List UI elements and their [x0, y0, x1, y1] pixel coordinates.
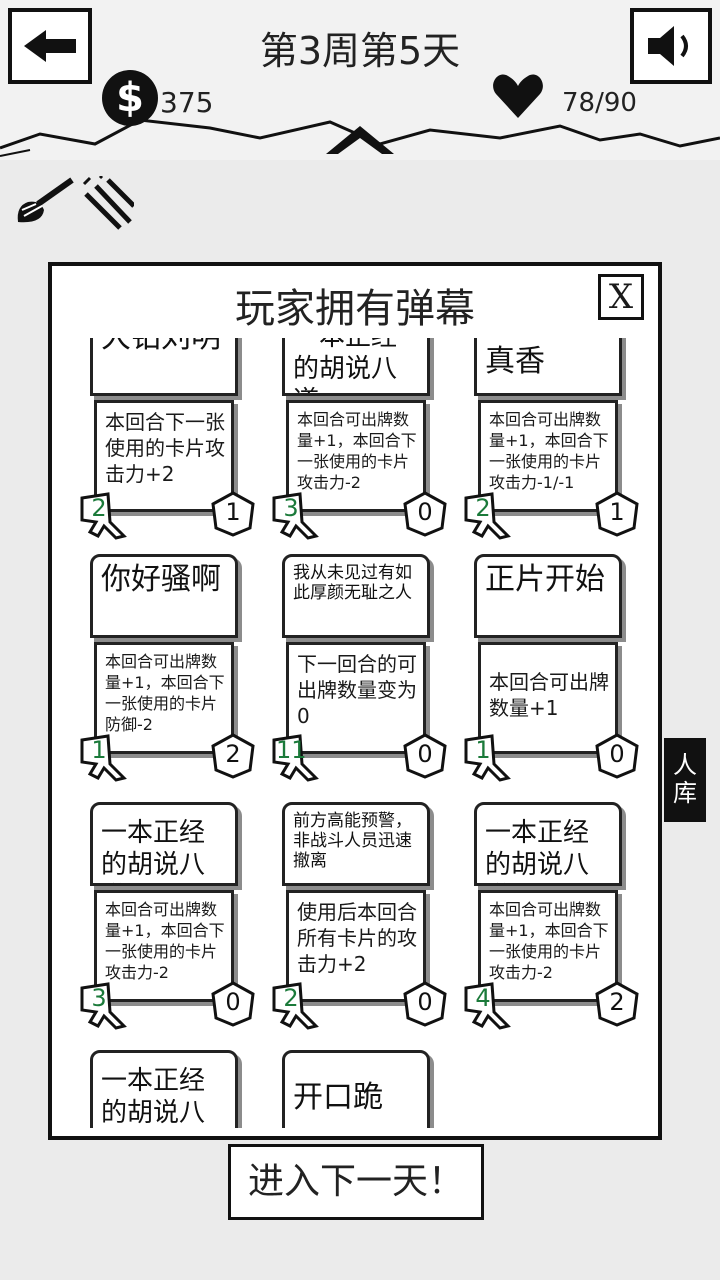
next-day-button[interactable]: 进入下一天！: [228, 1144, 484, 1220]
card[interactable]: 正片开始 本回合可出牌数量+1 1 0: [464, 554, 639, 782]
card-cost: 1: [91, 736, 107, 764]
library-tab-label-2: 库: [673, 779, 697, 807]
card-collection-panel: 玩家拥有弹幕 X 大铂刘明 本回合下一张使用的卡片攻击力+2 2 1 一本正经的…: [48, 262, 662, 1140]
card-scroll-area[interactable]: 大铂刘明 本回合下一张使用的卡片攻击力+2 2 1 一本正经的胡说八道 本回合可…: [52, 338, 658, 1128]
card-attack: 2: [225, 740, 241, 768]
speaker-icon: [648, 26, 688, 66]
attack-badge-icon: [595, 981, 639, 1027]
card-title: 一本正经的胡说八道: [282, 338, 430, 396]
card-description: 本回合可出牌数量+1，本回合下一张使用的卡片攻击力-2: [94, 890, 234, 1002]
card-attack: 0: [417, 988, 433, 1016]
card[interactable]: 前方高能预警，非战斗人员迅速撤离 使用后本回合所有卡片的攻击力+2 2 0: [272, 802, 447, 1030]
hp-count: 78/90: [562, 88, 637, 118]
card-description: 本回合下一张使用的卡片攻击力+2: [94, 400, 234, 512]
card-title: 大铂刘明: [90, 338, 238, 396]
card-cost: 11: [276, 736, 307, 764]
attack-badge-icon: [403, 981, 447, 1027]
close-button[interactable]: X: [598, 274, 644, 320]
card[interactable]: 一本正经的胡说八道 本回合可出牌数量+1，本回合下一张使用的卡片攻击力-2 4 …: [464, 802, 639, 1030]
card[interactable]: 大铂刘明 本回合下一张使用的卡片攻击力+2 2 1: [80, 338, 255, 540]
card-attack: 0: [225, 988, 241, 1016]
card-title: 前方高能预警，非战斗人员迅速撤离: [282, 802, 430, 886]
card-title: 一本正经的胡说八道: [90, 1050, 238, 1128]
attack-badge-icon: [211, 733, 255, 779]
card-cost: 2: [283, 984, 299, 1012]
sound-toggle-button[interactable]: [630, 8, 712, 84]
card-title: 真香: [474, 338, 622, 396]
cost-badge-icon: [464, 982, 511, 1030]
library-tab-label-1: 人: [673, 751, 697, 780]
card-title: 你好骚啊: [90, 554, 238, 638]
card-attack: 2: [609, 988, 625, 1016]
attack-badge-icon: [403, 491, 447, 537]
library-tab[interactable]: 人 库: [664, 738, 706, 822]
card-title: 一本正经的胡说八道: [90, 802, 238, 886]
card-title: 开口跪: [282, 1050, 430, 1128]
card[interactable]: 开口跪: [272, 1050, 442, 1128]
card[interactable]: 一本正经的胡说八道 本回合可出牌数量+1，本回合下一张使用的卡片攻击力-2 3 …: [272, 338, 447, 540]
cost-badge-icon: [272, 982, 319, 1030]
card[interactable]: 一本正经的胡说八道 本回合可出牌数量+1，本回合下一张使用的卡片攻击力-2 3 …: [80, 802, 255, 1030]
coin-icon: $: [102, 70, 158, 126]
card-attack: 1: [225, 498, 241, 526]
claw-scratch-icon[interactable]: [80, 176, 134, 232]
card-description: 本回合可出牌数量+1: [478, 642, 618, 754]
card[interactable]: 我从未见过有如此厚颜无耻之人 下一回合的可出牌数量变为0 11 0: [272, 554, 447, 782]
cost-badge-icon: [272, 492, 319, 540]
attack-badge-icon: [403, 733, 447, 779]
brush-icon[interactable]: [14, 176, 76, 228]
card-attack: 0: [417, 740, 433, 768]
card-title: 我从未见过有如此厚颜无耻之人: [282, 554, 430, 638]
card[interactable]: 真香 本回合可出牌数量+1，本回合下一张使用的卡片攻击力-1/-1 2 1: [464, 338, 639, 540]
card-cost: 1: [475, 736, 491, 764]
card-attack: 0: [417, 498, 433, 526]
attack-badge-icon: [211, 491, 255, 537]
card-description: 本回合可出牌数量+1，本回合下一张使用的卡片攻击力-2: [478, 890, 618, 1002]
card[interactable]: 一本正经的胡说八道: [80, 1050, 250, 1128]
card-title: 正片开始: [474, 554, 622, 638]
card-description: 本回合可出牌数量+1，本回合下一张使用的卡片攻击力-2: [286, 400, 426, 512]
card-title: 一本正经的胡说八道: [474, 802, 622, 886]
card-cost: 3: [283, 494, 299, 522]
cost-badge-icon: [272, 734, 319, 782]
cost-badge-icon: [464, 492, 511, 540]
card[interactable]: 你好骚啊 本回合可出牌数量+1，本回合下一张使用的卡片防御-2 1 2: [80, 554, 255, 782]
card-attack: 0: [609, 740, 625, 768]
card-attack: 1: [609, 498, 625, 526]
attack-badge-icon: [211, 981, 255, 1027]
card-cost: 3: [91, 984, 107, 1012]
card-description: 下一回合的可出牌数量变为0: [286, 642, 426, 754]
cost-badge-icon: [80, 982, 127, 1030]
attack-badge-icon: [595, 733, 639, 779]
attack-badge-icon: [595, 491, 639, 537]
card-description: 本回合可出牌数量+1，本回合下一张使用的卡片防御-2: [94, 642, 234, 754]
chevron-up-icon[interactable]: [322, 118, 398, 158]
heart-icon: [493, 74, 543, 118]
panel-title: 玩家拥有弹幕: [235, 286, 475, 332]
day-title: 第3周第5天: [259, 29, 461, 73]
card-description: 本回合可出牌数量+1，本回合下一张使用的卡片攻击力-1/-1: [478, 400, 618, 512]
money-count: 375: [160, 86, 214, 119]
cost-badge-icon: [80, 492, 127, 540]
card-description: 使用后本回合所有卡片的攻击力+2: [286, 890, 426, 1002]
back-button[interactable]: [8, 8, 92, 84]
card-cost: 2: [475, 494, 491, 522]
cost-badge-icon: [464, 734, 511, 782]
cost-badge-icon: [80, 734, 127, 782]
card-cost: 4: [475, 984, 491, 1012]
card-cost: 2: [91, 494, 107, 522]
back-arrow-icon: [24, 30, 76, 62]
